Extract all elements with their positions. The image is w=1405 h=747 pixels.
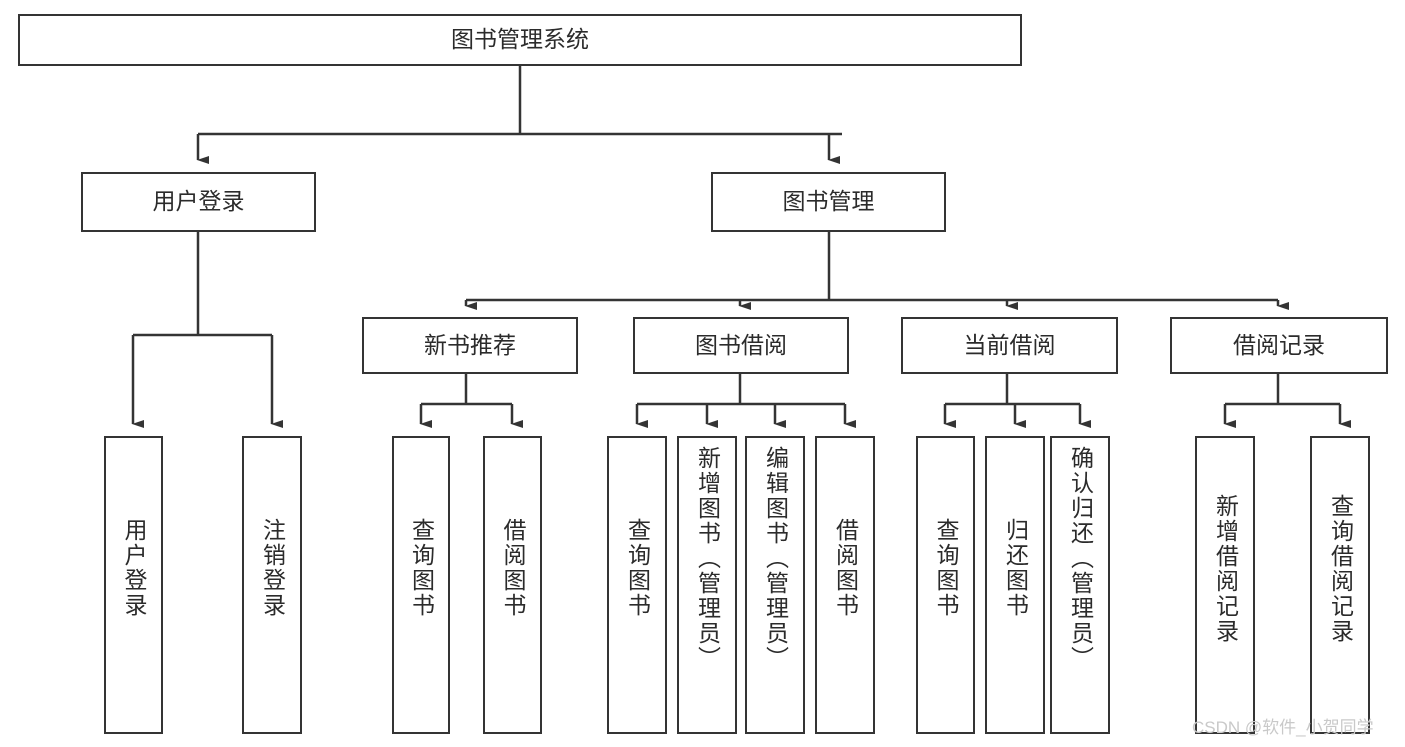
node-leaf-add-book-label: 新增图书（管理员）: [694, 446, 721, 671]
node-new-book-recommend-label: 新书推荐: [424, 331, 516, 358]
node-leaf-borrow-book-1[interactable]: 借阅图书: [483, 436, 542, 734]
watermark: CSDN @软件_小贺同学: [1192, 718, 1374, 737]
node-leaf-edit-book-label: 编辑图书（管理员）: [762, 446, 789, 671]
node-book-management-label: 图书管理: [782, 188, 875, 215]
node-leaf-logout-login-label: 注销登录: [259, 518, 286, 618]
node-leaf-borrow-book-1-label: 借阅图书: [500, 518, 526, 618]
node-current-borrow[interactable]: 当前借阅: [901, 317, 1118, 374]
node-borrow-record[interactable]: 借阅记录: [1170, 317, 1388, 374]
node-book-borrow[interactable]: 图书借阅: [633, 317, 849, 374]
node-borrow-record-label: 借阅记录: [1233, 331, 1325, 358]
node-root[interactable]: 图书管理系统: [18, 14, 1022, 66]
node-leaf-confirm-return[interactable]: 确认归还（管理员）: [1050, 436, 1110, 734]
node-leaf-query-record-label: 查询借阅记录: [1327, 494, 1354, 644]
node-leaf-confirm-return-label: 确认归还（管理员）: [1067, 446, 1094, 671]
node-leaf-query-record[interactable]: 查询借阅记录: [1310, 436, 1370, 734]
node-current-borrow-label: 当前借阅: [963, 331, 1056, 358]
node-leaf-query-book-1[interactable]: 查询图书: [392, 436, 450, 734]
node-leaf-return-book-label: 归还图书: [1002, 518, 1029, 618]
node-book-borrow-label: 图书借阅: [695, 331, 787, 358]
node-leaf-edit-book[interactable]: 编辑图书（管理员）: [745, 436, 805, 734]
node-new-book-recommend[interactable]: 新书推荐: [362, 317, 578, 374]
node-leaf-query-book-2[interactable]: 查询图书: [607, 436, 667, 734]
node-leaf-logout-login[interactable]: 注销登录: [242, 436, 302, 734]
node-leaf-user-login[interactable]: 用户登录: [104, 436, 163, 734]
node-book-management[interactable]: 图书管理: [711, 172, 946, 232]
node-leaf-borrow-book-2-label: 借阅图书: [832, 518, 859, 618]
node-leaf-query-book-1-label: 查询图书: [408, 518, 435, 618]
node-leaf-add-book[interactable]: 新增图书（管理员）: [677, 436, 737, 734]
node-user-login-label: 用户登录: [152, 188, 245, 215]
node-leaf-query-book-3-label: 查询图书: [933, 518, 959, 618]
node-user-login[interactable]: 用户登录: [81, 172, 316, 232]
node-leaf-add-record-label: 新增借阅记录: [1212, 494, 1239, 644]
node-leaf-query-book-2-label: 查询图书: [624, 518, 651, 618]
node-leaf-query-book-3[interactable]: 查询图书: [916, 436, 975, 734]
node-leaf-borrow-book-2[interactable]: 借阅图书: [815, 436, 875, 734]
node-root-label: 图书管理系统: [451, 26, 589, 53]
node-leaf-return-book[interactable]: 归还图书: [985, 436, 1045, 734]
node-leaf-add-record[interactable]: 新增借阅记录: [1195, 436, 1255, 734]
node-leaf-user-login-label: 用户登录: [121, 518, 147, 618]
